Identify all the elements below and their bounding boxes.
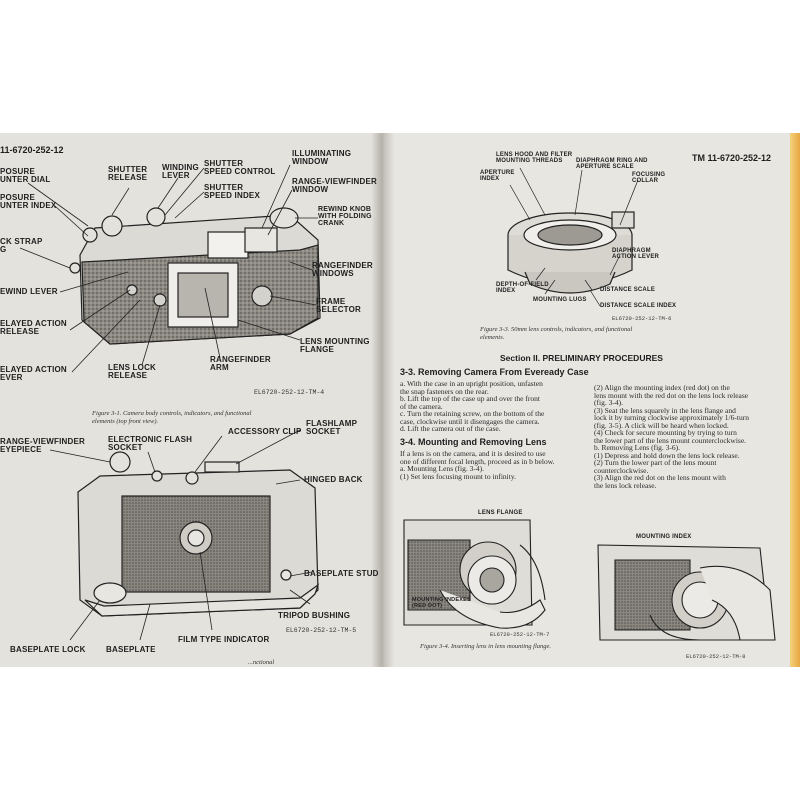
label-lens-lock-release: LENS LOCK RELEASE [108,363,157,380]
text-line: the lower part of the lens mount counter… [594,435,747,445]
page-edge [790,133,800,667]
figure-3-1-code: EL6720-252-12-TM-4 [254,389,325,396]
label-rewind-lever: EWIND LEVER [0,287,58,296]
label-distance-scale: DISTANCE SCALE [600,287,656,293]
text-line: (1) Set lens focusing mount to infinity. [400,471,516,481]
label-illuminating-window: ILLUMINATING WINDOW [292,149,352,166]
right-page-header: TM 11-6720-252-12 [692,153,772,163]
text-line: lens mount with the red dot on the lens … [594,390,749,400]
book-gutter [372,133,394,667]
label-baseplate-lock: BASEPLATE LOCK [10,645,86,654]
label-range-viewfinder-eyepiece: RANGE-VIEWFINDER EYEPIECE [0,437,85,454]
hand-lens-insert-illustration [403,519,546,629]
text-line: (3) Seat the lens squarely in the lens f… [594,405,736,415]
label-rewind-knob: REWIND KNOB WITH FOLDING CRANK [318,206,372,227]
camera-front-illustration [69,207,321,345]
label-mounting-indexes: MOUNTING INDEXES (RED DOT) [412,597,471,609]
label-diaphragm-action-lever: DIAPHRAGM ACTION LEVER [612,248,660,260]
label-delayed-action-lever: ELAYED ACTION EVER [0,365,67,382]
text-line: c. Turn the retaining screw, on the bott… [400,409,545,418]
label-distance-scale-index: DISTANCE SCALE INDEX [600,303,677,309]
background-bottom [0,667,800,800]
label-rangefinder-windows: RANGEFINDER WINDOWS [312,261,373,278]
label-flashlamp-socket: FLASHLAMP SOCKET [306,419,358,436]
heading-3-3: 3-3. Removing Camera From Eveready Case [400,367,589,377]
fig2-leaders [49,429,313,641]
text-line: (fig. 3-5). A click will be heard when l… [594,420,729,430]
fig1-leaders [19,164,318,373]
label-accessory-clip: ACCESSORY CLIP [228,427,302,436]
label-baseplate: BASEPLATE [106,645,156,654]
label-hinged-back: HINGED BACK [304,475,363,484]
text-line: (fig. 3-4). [594,398,623,407]
text-line: the snap fasteners on the rear. [400,386,489,396]
label-depth-of-field-index: DEPTH-OF-FIELD INDEX [496,282,549,294]
label-mounting-lugs: MOUNTING LUGS [533,297,587,303]
paragraph-3-3: a. With the case in an upright position,… [400,380,588,433]
left-page-header: 11-6720-252-12 [0,145,64,155]
paragraph-column-2: (2) Align the mounting index (red dot) o… [594,384,786,489]
heading-3-4: 3-4. Mounting and Removing Lens [400,437,547,447]
text-line: (4) Check for secure mounting by trying … [594,428,737,437]
text-line: a. Mounting Lens (fig. 3-4). [400,464,484,473]
text-line: the lens lock release. [594,480,657,490]
figure-3-3-code: EL6720-252-12-TM-6 [612,315,672,322]
label-diaphragm-ring: DIAPHRAGM RING AND APERTURE SCALE [576,158,648,170]
figure-3-1-caption: Figure 3-1. Camera body controls, indica… [92,410,252,426]
label-film-type-indicator: FILM TYPE INDICATOR [178,635,270,644]
figure-3-2-code: EL6720-252-12-TM-5 [286,627,357,634]
label-neck-strap-ring: CK STRAP G [0,237,43,254]
label-exposure-counter-dial: POSURE UNTER DIAL [0,167,51,184]
label-range-viewfinder-window: RANGE-VIEWFINDER WINDOW [292,177,377,194]
camera-back-illustration [77,451,320,617]
figure-3-5-code: EL6720-252-12-TM-8 [686,653,746,660]
section-title: Section II. PRELIMINARY PROCEDURES [500,353,663,363]
text-line: (3) Align the red dot on the lens mount … [594,473,726,482]
figure-3-2-caption-fragment: ...nctional [248,659,275,666]
text-line: (2) Align the mounting index (red dot) o… [594,383,730,392]
label-lens-hood-filter-threads: LENS HOOD AND FILTER MOUNTING THREADS [496,152,573,164]
label-winding-lever: WINDING LEVER [162,163,199,180]
text-line: counterclockwise. [594,465,649,475]
label-exposure-counter-index: POSURE UNTER INDEX [0,193,57,210]
label-electronic-flash-socket: ELECTRONIC FLASH SOCKET [108,435,193,452]
label-baseplate-stud: BASEPLATE STUD [304,569,379,578]
hand-lens-turn-illustration [597,544,776,641]
text-line: a. With the case in an upright position,… [400,379,543,388]
figure-3-3-caption: Figure 3-3. 50mm lens controls, indicato… [480,326,633,342]
text-line: d. Lift the camera out of the case. [400,424,501,433]
label-tripod-bushing: TRIPOD BUSHING [278,611,351,620]
label-lens-mounting-flange: LENS MOUNTING FLANGE [300,337,370,354]
text-line: case, clockwise until it disengages the … [400,416,540,426]
label-mounting-index: MOUNTING INDEX [636,534,692,540]
figure-3-4-code: EL6720-252-12-TM-7 [490,631,550,638]
label-rangefinder-arm: RANGEFINDER ARM [210,355,271,372]
label-focusing-collar: FOCUSING COLLAR [632,172,666,184]
fig3-leaders [509,167,639,307]
label-shutter-speed-index: SHUTTER SPEED INDEX [204,183,260,200]
text-line: (2) Turn the lower part of the lens moun… [594,458,717,467]
lens-illustration [507,211,635,294]
text-line: (1) Depress and hold down the lens lock … [594,450,740,460]
label-shutter-speed-control: SHUTTER SPEED CONTROL [204,159,276,176]
text-line: If a lens is on the camera, and it is de… [400,449,546,458]
label-shutter-release: SHUTTER RELEASE [108,165,148,182]
text-line: b. Removing Lens (fig. 3-6). [594,443,681,452]
text-line: lock it by turning clockwise approximate… [594,413,749,422]
text-line: one of different focal length, proceed a… [400,456,555,466]
text-line: of the camera. [400,401,443,411]
label-aperture-index: APERTURE INDEX [480,170,515,182]
background-top [0,0,800,133]
label-lens-flange: LENS FLANGE [478,510,523,516]
text-line: b. Lift the top of the case up and over … [400,394,540,403]
label-frame-selector: FRAME SELECTOR [316,297,362,314]
label-delayed-action-release: ELAYED ACTION RELEASE [0,319,67,336]
figure-3-4-caption: Figure 3-4. Inserting lens in lens mount… [420,643,552,650]
paragraph-3-4: If a lens is on the camera, and it is de… [400,450,588,480]
